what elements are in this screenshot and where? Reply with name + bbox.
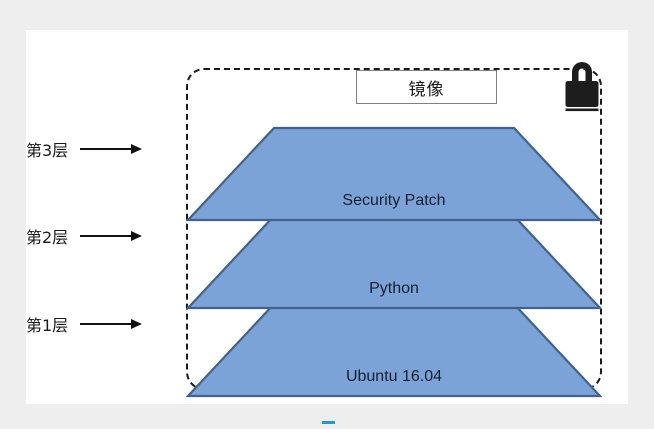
arrow-shaft xyxy=(80,323,133,326)
layer-trapezoid-shape xyxy=(186,214,602,310)
padlock-icon xyxy=(559,58,605,116)
layer-ubuntu[interactable]: Ubuntu 16.04 xyxy=(186,302,602,398)
right-arrow-icon-1 xyxy=(80,319,143,329)
diagram-canvas: 第3层 第2层 第1层 xyxy=(26,30,628,404)
arrow-shaft xyxy=(80,235,133,238)
layer-security-patch[interactable]: Security Patch xyxy=(186,126,602,222)
bottom-accent-tick xyxy=(322,421,335,424)
layer-callout-1: 第1层 xyxy=(26,311,143,337)
image-label-text: 镜像 xyxy=(408,79,445,100)
layer-stack: Ubuntu 16.04 Python Security Patch xyxy=(186,68,602,390)
layer-callout-2-label: 第2层 xyxy=(26,228,69,247)
layer-trapezoid-shape xyxy=(186,302,602,398)
padlock-glyph xyxy=(565,62,599,112)
layer-python[interactable]: Python xyxy=(186,214,602,310)
layer-callout-3-label: 第3层 xyxy=(26,141,69,160)
arrow-head xyxy=(131,231,143,241)
arrow-head xyxy=(131,144,143,154)
layer-callout-2: 第2层 xyxy=(26,223,143,249)
layer-trapezoid-shape xyxy=(186,126,602,222)
arrow-head xyxy=(131,319,143,329)
layer-callout-3: 第3层 xyxy=(26,136,143,162)
arrow-shaft xyxy=(80,148,133,151)
layer-callout-1-label: 第1层 xyxy=(26,316,69,335)
right-arrow-icon-2 xyxy=(80,231,143,241)
image-label-box[interactable]: 镜像 xyxy=(356,70,497,104)
right-arrow-icon-3 xyxy=(80,144,143,154)
